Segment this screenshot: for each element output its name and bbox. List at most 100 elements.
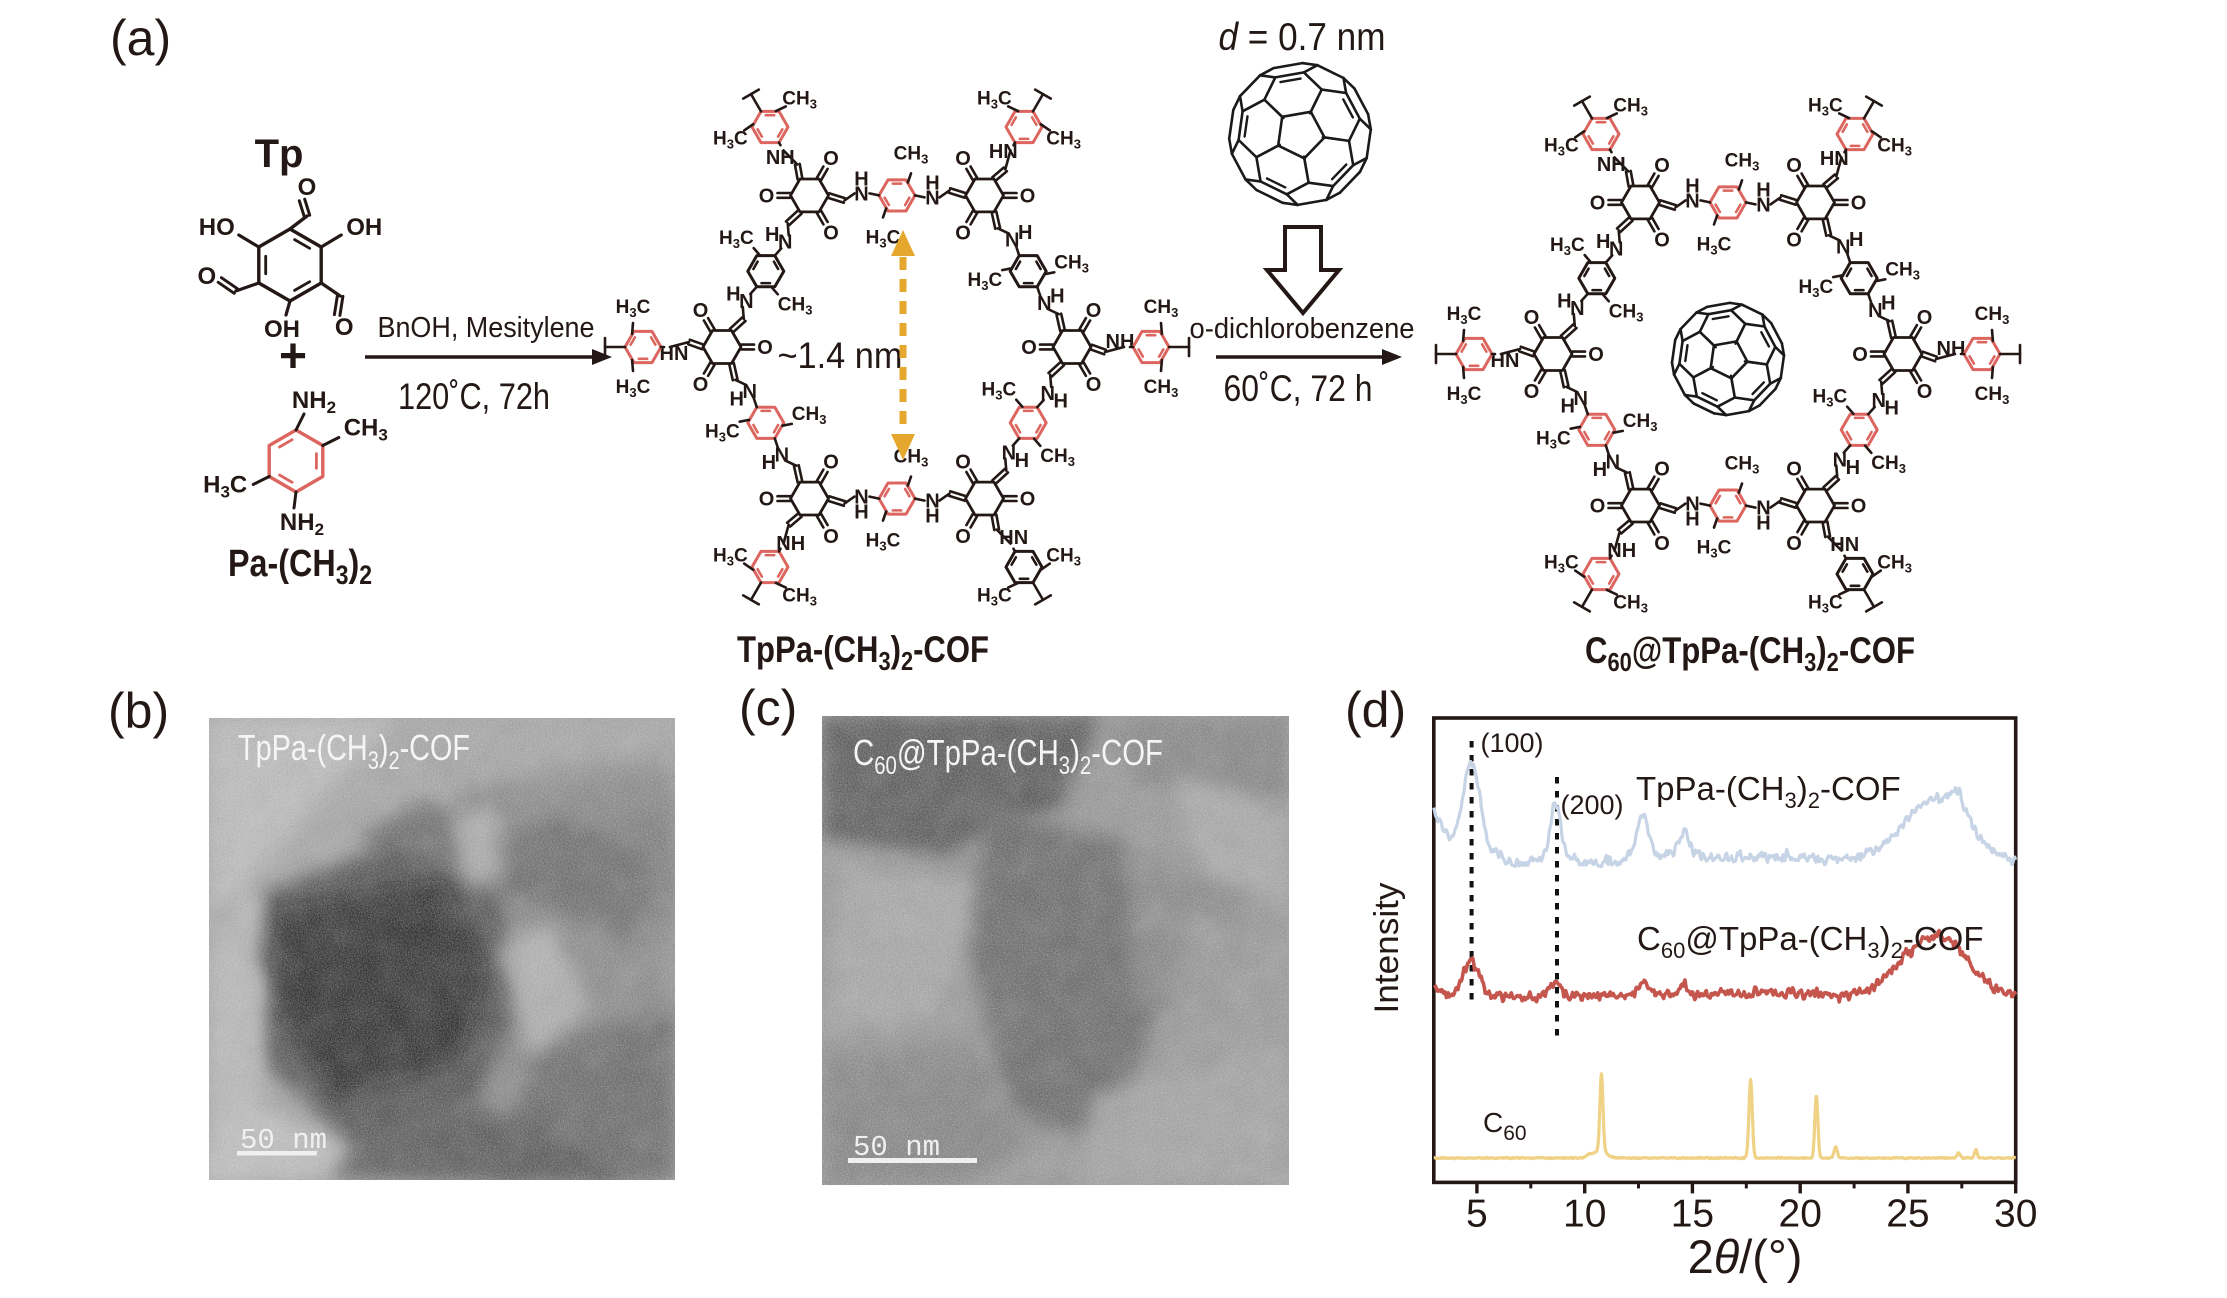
svg-text:N: N <box>1573 388 1587 410</box>
svg-text:N: N <box>1685 494 1699 516</box>
svg-text:N: N <box>925 491 939 513</box>
svg-text:H: H <box>925 506 939 528</box>
svg-text:N: N <box>1685 190 1699 212</box>
svg-text:NH: NH <box>1597 154 1626 176</box>
svg-text:H3C: H3C <box>1697 538 1732 561</box>
svg-text:H: H <box>1593 459 1607 481</box>
svg-text:H: H <box>1756 179 1770 201</box>
svg-text:5: 5 <box>1466 1192 1488 1235</box>
svg-text:CH3: CH3 <box>1623 411 1658 434</box>
svg-text:O: O <box>1851 192 1867 214</box>
svg-text:TpPa-(CH3)2-COF: TpPa-(CH3)2-COF <box>1636 770 1901 813</box>
svg-text:H: H <box>1685 509 1699 531</box>
svg-text:O: O <box>759 185 775 207</box>
svg-text:CH3: CH3 <box>782 88 817 111</box>
svg-text:N: N <box>854 487 868 509</box>
svg-text:O: O <box>823 451 839 473</box>
svg-text:H: H <box>1050 286 1064 308</box>
svg-text:H: H <box>1053 391 1067 413</box>
svg-text:CH3: CH3 <box>1046 546 1081 569</box>
svg-text:O: O <box>955 148 971 170</box>
svg-text:C60: C60 <box>1483 1107 1527 1145</box>
svg-text:CH3: CH3 <box>778 294 813 317</box>
svg-text:O: O <box>955 526 971 548</box>
svg-text:O: O <box>1524 307 1540 329</box>
svg-text:NH: NH <box>766 147 795 169</box>
svg-text:N: N <box>1756 498 1770 520</box>
svg-text:O: O <box>823 526 839 548</box>
svg-text:N: N <box>854 183 868 205</box>
svg-text:H: H <box>1756 513 1770 535</box>
svg-text:H3C: H3C <box>713 546 748 569</box>
svg-text:N: N <box>1756 194 1770 216</box>
svg-text:H: H <box>1849 229 1863 251</box>
svg-text:H3C: H3C <box>1536 429 1571 452</box>
svg-text:O: O <box>1786 458 1802 480</box>
svg-text:(100): (100) <box>1480 728 1543 758</box>
svg-text:120˚C, 72h: 120˚C, 72h <box>398 376 550 417</box>
svg-text:2θ/(°): 2θ/(°) <box>1688 1230 1803 1283</box>
svg-text:H: H <box>762 452 776 474</box>
svg-text:(200): (200) <box>1560 790 1623 820</box>
svg-text:NH2: NH2 <box>292 387 336 417</box>
svg-text:O: O <box>1021 337 1037 359</box>
svg-text:OH: OH <box>264 316 300 343</box>
svg-text:H: H <box>1015 450 1029 472</box>
svg-text:+: + <box>279 330 307 383</box>
svg-text:H3C: H3C <box>1813 387 1848 410</box>
svg-text:O: O <box>1654 533 1670 555</box>
svg-text:O: O <box>298 174 317 201</box>
svg-text:NH: NH <box>1607 540 1636 562</box>
svg-text:H3C: H3C <box>977 586 1012 609</box>
svg-text:TpPa-(CH3)2-COF: TpPa-(CH3)2-COF <box>737 629 989 676</box>
svg-text:CH3: CH3 <box>1975 384 2010 407</box>
svg-text:H: H <box>726 284 740 306</box>
svg-text:Intensity: Intensity <box>1368 883 1406 1014</box>
svg-text:H3C: H3C <box>1544 135 1579 158</box>
svg-text:N: N <box>1037 293 1051 315</box>
svg-text:CH3: CH3 <box>1046 128 1081 151</box>
svg-text:O: O <box>1020 185 1036 207</box>
svg-text:H: H <box>854 168 868 190</box>
svg-text:O: O <box>1852 344 1868 366</box>
svg-text:O: O <box>1654 230 1670 252</box>
svg-text:O: O <box>1086 300 1102 322</box>
svg-text:H3C: H3C <box>1447 384 1482 407</box>
svg-text:O: O <box>1590 192 1606 214</box>
svg-text:Pa-(CH3)2: Pa-(CH3)2 <box>228 543 372 590</box>
svg-text:HO: HO <box>199 214 235 241</box>
svg-text:CH3: CH3 <box>344 415 388 445</box>
svg-text:N: N <box>742 381 756 403</box>
svg-text:HN: HN <box>989 141 1018 163</box>
svg-text:HN: HN <box>660 343 689 365</box>
svg-text:CH3: CH3 <box>1885 259 1920 282</box>
svg-text:O: O <box>335 314 354 341</box>
svg-text:O: O <box>955 451 971 473</box>
svg-text:N: N <box>1868 300 1882 322</box>
svg-text:CH3: CH3 <box>1877 553 1912 576</box>
svg-text:(c): (c) <box>739 680 797 736</box>
svg-text:N: N <box>1005 230 1019 252</box>
svg-text:25: 25 <box>1886 1192 1929 1235</box>
svg-text:H: H <box>765 224 779 246</box>
svg-text:H3C: H3C <box>1808 95 1843 118</box>
svg-text:N: N <box>1606 452 1620 474</box>
svg-text:O: O <box>1524 381 1540 403</box>
svg-text:30: 30 <box>1994 1192 2037 1235</box>
svg-text:O: O <box>759 489 775 511</box>
svg-text:CH3: CH3 <box>782 586 817 609</box>
svg-text:CH3: CH3 <box>1725 150 1760 173</box>
svg-text:C60@TpPa-(CH3)2-COF: C60@TpPa-(CH3)2-COF <box>853 732 1163 780</box>
svg-text:C60@TpPa-(CH3)2-COF: C60@TpPa-(CH3)2-COF <box>1585 630 1915 677</box>
svg-text:H3C: H3C <box>1697 234 1732 257</box>
svg-text:H: H <box>1846 457 1860 479</box>
svg-text:CH3: CH3 <box>792 404 827 427</box>
svg-text:O: O <box>1588 344 1604 366</box>
svg-text:H: H <box>1884 398 1898 420</box>
svg-text:(a): (a) <box>110 10 171 66</box>
svg-text:O: O <box>1851 496 1867 518</box>
svg-text:H3C: H3C <box>705 422 740 445</box>
svg-text:H3C: H3C <box>616 377 651 400</box>
svg-text:O: O <box>1654 458 1670 480</box>
svg-text:O: O <box>955 223 971 245</box>
